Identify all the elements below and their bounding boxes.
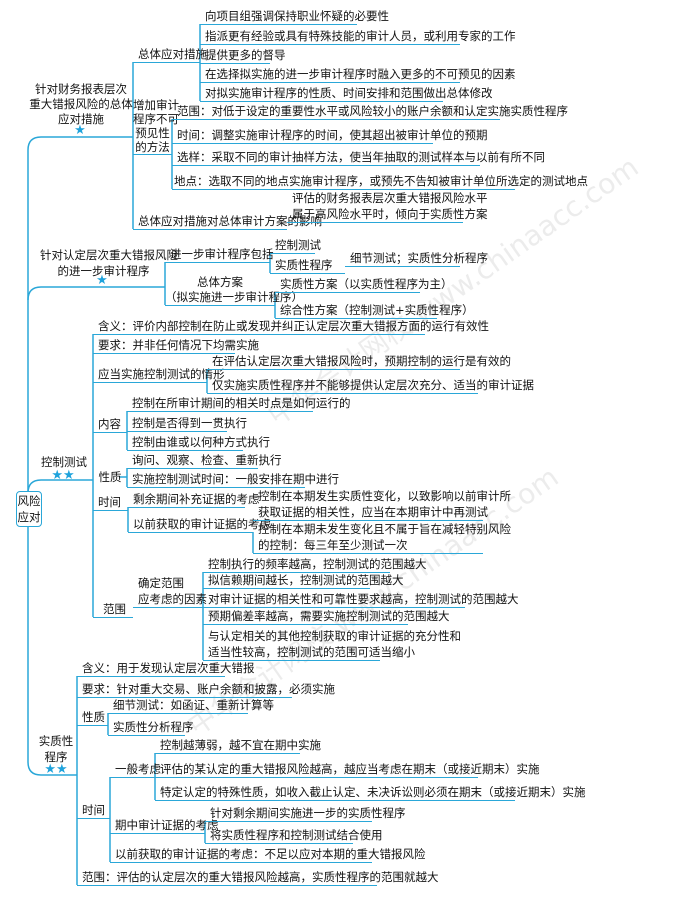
star-icon: ★ (74, 123, 86, 138)
overall-measure-item: 向项目组强调保持职业怀疑的必要性 (200, 8, 389, 25)
plan-item: 实质性方案（以实质性程序为主） (275, 276, 453, 293)
label-line: 总体方案 (197, 275, 243, 289)
assertion-level-title: 针对认定层次重大错报风险 的进一步审计程序 (40, 247, 178, 279)
content-label: 内容 (93, 416, 127, 433)
root-trunk-connector (27, 527, 77, 776)
root-label: 风险 (17, 494, 41, 508)
label-line: （拟实施进一步审计程序） (165, 290, 303, 304)
title-line: 的进一步审计程序 (57, 264, 150, 278)
substantive-nature-item: 细节测试：如函证、重新计算等 (108, 697, 274, 714)
root-branch-connector (27, 479, 93, 494)
scope-factor-item: 预期偏差率越高，需要实施控制测试的范围越大 (203, 608, 450, 625)
prior-evidence-item: 控制在本期发生实质性变化，以致影响以前审计所 获取证据的相关性，应当在本期审计中… (253, 488, 511, 521)
overall-measure-item: 提供更多的督导 (200, 47, 286, 64)
label-line: 的方法 (135, 140, 170, 154)
scope-label: 范围 (93, 601, 133, 618)
title-line: 程序 (44, 750, 68, 764)
prior-evidence-item: 控制在本期未发生变化且不属于旨在减轻特别风险 的控制：每三年至少测试一次 (253, 521, 511, 554)
further-procedure-item: 控制测试 (270, 237, 321, 254)
overall-measures-label: 总体应对措施 (133, 46, 207, 63)
unpredictability-item-timing: 时间：调整实施审计程序的时间，使其超出被审计单位的预期 (172, 127, 488, 144)
substantive-requirement: 要求：针对重大交易、账户余额和披露，必须实施 (77, 681, 335, 698)
root-label: 应对 (17, 510, 41, 524)
label-line: 程序不可 (133, 112, 179, 126)
general-consideration-item: 评估的某认定的重大错报风险越高，越应当考虑在期末（或接近期末）实施 (155, 761, 540, 778)
star-icon: ★★ (51, 468, 75, 483)
prior-evidence-item: 以前获取的审计证据的考虑：不足以应对本期的重大错报风险 (110, 846, 426, 863)
financial-level-title: 针对财务报表层次 重大错报风险的总体 应对措施 (25, 82, 137, 127)
overall-measure-item: 对拟实施审计程序的性质、时间安排和范围做出总体修改 (200, 85, 493, 102)
general-consideration-item: 特定认定的特殊性质，如收入截止认定、未决诉讼则必须在期末（或接近期末）实施 (155, 784, 586, 801)
title-line: 针对财务报表层次 (35, 82, 127, 96)
title-line: 实质性 (38, 734, 74, 748)
text-line: 与认定相关的其他控制获取的审计证据的充分性和 (208, 629, 461, 643)
nature-item: 询问、观察、检查、重新执行 (127, 452, 282, 469)
nature-item: 实施控制测试时间：一般安排在期中进行 (127, 471, 339, 488)
unpredictability-label: 增加审计 程序不可 预见性 的方法 (133, 98, 179, 155)
text-line: 获取证据的相关性，应当在本期审计中再测试 (258, 505, 488, 519)
text-line: 控制在本期发生实质性变化，以致影响以前审计所 (258, 489, 511, 503)
further-procedure-item: 实质性程序 (270, 257, 345, 274)
root-trunk-connector (27, 136, 133, 491)
text-line: 控制在本期未发生变化且不属于旨在减轻特别风险 (258, 522, 511, 536)
timing-label: 时间 (93, 494, 128, 511)
scope-factors-label: 确定范围 应考虑的因素 (133, 575, 207, 608)
unpredictability-item-scope: 范围：对低于设定的重要性水平或风险较小的账户余额和认定实施实质性程序 (172, 103, 568, 120)
text-line: 评估的财务报表层次重大错报风险水平 (292, 191, 488, 205)
scope-factor-item: 拟信赖期间越长，控制测试的范围越大 (203, 572, 404, 589)
substantive-procedure-types: 细节测试；实质性分析程序 (345, 250, 488, 267)
situation-item: 在评估认定层次重大错报风险时，预期控制的运行是有效的 (207, 353, 511, 370)
text-line: 应考虑的因素 (138, 592, 207, 606)
control-test-requirement: 要求：并非任何情况下均需实施 (93, 337, 259, 354)
control-test-meaning: 含义：评价内部控制在防止或发现并纠正认定层次重大错报方面的运行有效性 (93, 318, 489, 335)
content-item: 控制在所审计期间的相关时点是如何运行的 (127, 395, 351, 412)
star-icon: ★★ (44, 762, 68, 777)
general-consideration-label: 一般考虑 (110, 761, 161, 778)
substantive-meaning: 含义：用于发现认定层次重大错报 (77, 660, 255, 677)
interim-evidence-item: 针对剩余期间实施进一步的实质性程序 (205, 805, 406, 822)
substantive-timing-label: 时间 (77, 802, 110, 819)
timing-item: 剩余期间补充证据的考虑 (128, 491, 260, 508)
control-test-situations-label: 应当实施控制测试的情形 (93, 366, 225, 383)
overall-plan-label: 总体方案 （拟实施进一步审计程序） (165, 275, 303, 306)
unpredictability-item-sampling: 选样：采取不同的审计抽样方法，使当年抽取的测试样本与以前有所不同 (172, 149, 545, 166)
title-line: 应对措施 (58, 112, 104, 126)
interim-evidence-label: 期中审计证据的考虑 (110, 817, 219, 834)
star-icon: ★ (96, 273, 108, 288)
root-node-risk-response: 风险 应对 (16, 491, 42, 527)
substantive-nature-item: 实质性分析程序 (108, 719, 194, 736)
title-line: 针对认定层次重大错报风险 (40, 248, 178, 262)
substantive-scope: 范围：评估的认定层次的重大错报风险越高，实质性程序的范围就越大 (77, 869, 439, 886)
impact-label: 总体应对措施对总体审计方案的影响 (133, 213, 322, 230)
situation-item: 仅实施实质性程序并不能够提供认定层次充分、适当的审计证据 (207, 377, 534, 394)
overall-measure-item: 指派更有经验或具有特殊技能的审计人员，或利用专家的工作 (200, 28, 516, 45)
content-item: 控制是否得到一贯执行 (127, 415, 247, 432)
timing-item: 以前获取的审计证据的考虑 (128, 516, 271, 533)
further-procedures-label: 进一步审计程序包括 (165, 246, 274, 263)
nature-label: 性质 (98, 470, 122, 484)
text-line: 的控制：每三年至少测试一次 (258, 538, 408, 552)
plan-item: 综合性方案（控制测试+实质性程序） (275, 302, 474, 319)
control-test-title: 控制测试 (41, 455, 87, 469)
label-line: 预见性 (135, 126, 170, 140)
general-consideration-item: 控制越薄弱，越不宜在期中实施 (155, 737, 321, 754)
title-line: 重大错报风险的总体 (29, 97, 133, 111)
scope-factor-item: 控制执行的频率越高，控制测试的范围越大 (203, 556, 427, 573)
root-branch-connector (27, 286, 165, 301)
unpredictability-item-location: 地点：选取不同的地点实施审计程序，或预先不告知被审计单位所选定的测试地点 (172, 174, 588, 190)
content-item: 控制由谁或以何种方式执行 (127, 434, 270, 451)
scope-factor-item: 对审计证据的相关性和可靠性要求越高，控制测试的范围越大 (203, 591, 519, 608)
text-line: 适当性较高，控制测试的范围可适当缩小 (208, 645, 415, 659)
substantive-nature-label: 性质 (77, 709, 108, 726)
impact-result: 评估的财务报表层次重大错报风险水平 属于高风险水平时，倾向于实质性方案 (287, 190, 488, 223)
substantive-title: 实质性 程序 (35, 733, 77, 765)
text-line: 确定范围 (138, 576, 184, 590)
bracket-connector (119, 468, 128, 487)
scope-factor-item: 与认定相关的其他控制获取的审计证据的充分性和 适当性较高，控制测试的范围可适当缩… (203, 628, 461, 661)
overall-measure-item: 在选择拟实施的进一步审计程序时融入更多的不可预见的因素 (200, 66, 516, 83)
text-line: 属于高风险水平时，倾向于实质性方案 (292, 207, 488, 221)
label-line: 增加审计 (133, 98, 179, 112)
interim-evidence-item: 将实质性程序和控制测试结合使用 (205, 827, 383, 844)
